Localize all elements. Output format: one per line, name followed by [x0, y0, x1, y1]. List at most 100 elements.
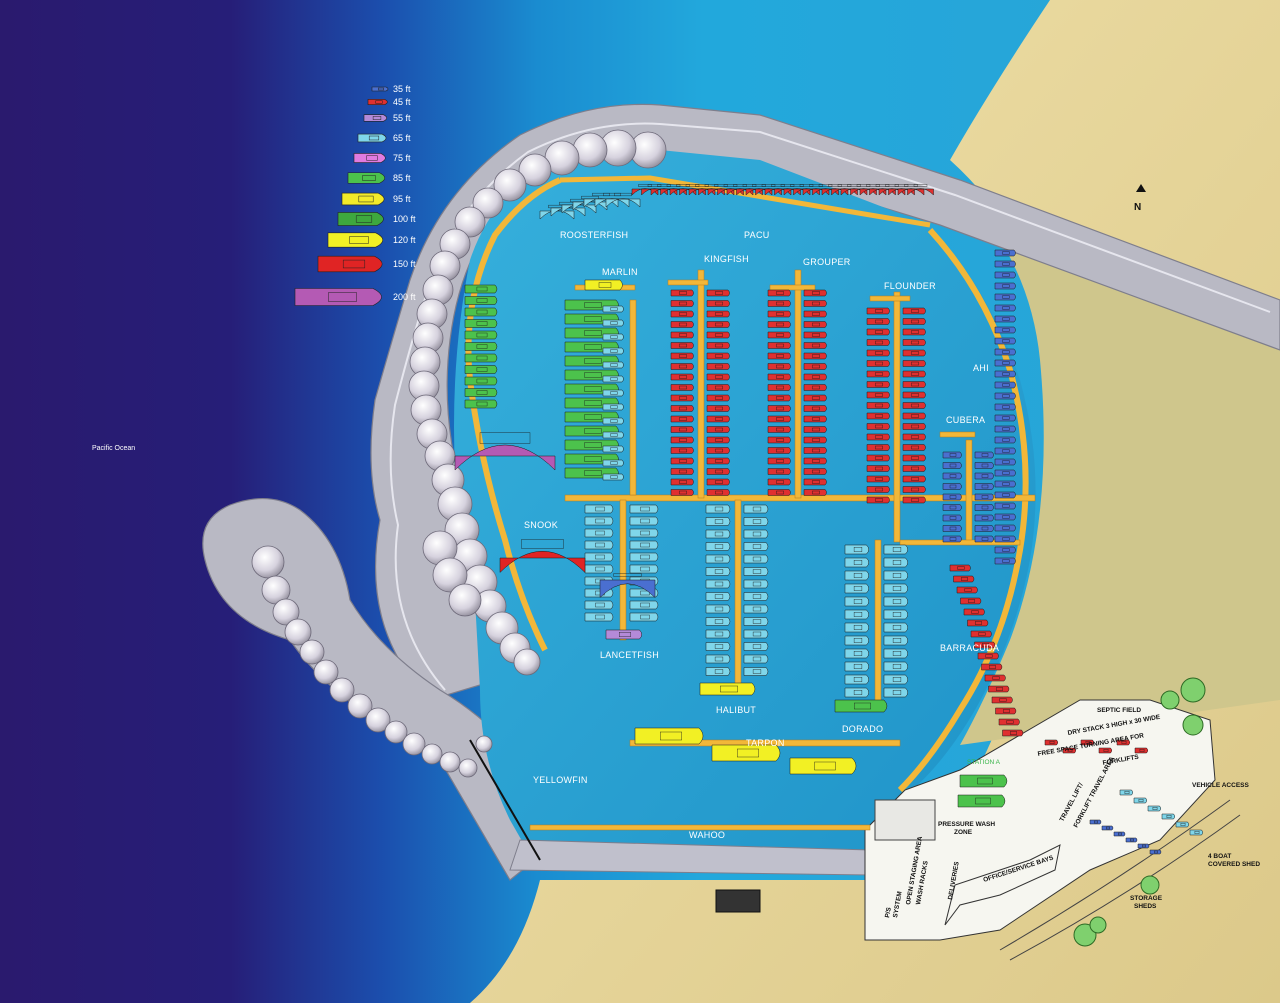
- boat-hull: [767, 331, 791, 339]
- boat-cabin: [853, 599, 863, 604]
- legend-label: 100 ft: [393, 214, 416, 224]
- boat-hull: [803, 373, 827, 381]
- boat-hull: [866, 496, 890, 504]
- boat: [1044, 739, 1058, 746]
- boat-hull: [942, 472, 962, 480]
- boat-hull: [963, 608, 985, 616]
- boat-cabin: [875, 498, 883, 502]
- boat-cabin: [981, 484, 989, 489]
- boat-hull: [670, 310, 694, 318]
- boat-hull: [1002, 729, 1024, 737]
- boat-hull: [942, 451, 962, 459]
- boat: [994, 370, 1016, 378]
- boat-cabin: [476, 390, 488, 395]
- boat-cabin: [752, 581, 762, 587]
- boat-cabin: [853, 638, 863, 643]
- dock-label-wahoo: WAHOO: [689, 830, 725, 840]
- boat-cabin: [892, 625, 902, 630]
- storage-sheds: [944, 844, 1061, 926]
- boat-hull: [670, 489, 694, 496]
- boat-cabin: [715, 490, 723, 495]
- boat-cabin: [875, 340, 883, 345]
- boat-hull: [1116, 739, 1130, 746]
- boat-cabin: [853, 547, 863, 552]
- boat-cabin: [714, 669, 724, 674]
- boat-cabin: [971, 610, 979, 614]
- boat-cabin: [812, 291, 820, 295]
- boat: [767, 394, 791, 402]
- dock-walkway: [893, 291, 901, 543]
- boat-hull: [767, 352, 791, 360]
- boat-hull: [994, 546, 1016, 554]
- boat-hull: [705, 554, 731, 564]
- boat: [705, 504, 731, 514]
- boat-hull: [1098, 747, 1112, 754]
- boat-cabin: [584, 386, 602, 392]
- boat: [705, 542, 731, 551]
- boat-hull: [994, 392, 1016, 400]
- boat: [670, 447, 694, 454]
- boat: [602, 417, 624, 425]
- boat-cabin: [776, 312, 784, 316]
- boat-cabin: [1002, 449, 1010, 453]
- boat-hull: [464, 330, 498, 340]
- boat: [866, 423, 890, 430]
- boat: [670, 468, 694, 475]
- boat: [670, 384, 694, 391]
- boat-cabin: [715, 448, 723, 453]
- boat: [866, 465, 890, 472]
- boat-hull: [584, 540, 614, 550]
- legend-item: 200 ft: [294, 288, 416, 306]
- boat: [767, 321, 791, 328]
- boat-cabin: [1093, 820, 1098, 824]
- boat: [803, 478, 827, 486]
- boat: [866, 475, 890, 483]
- label-storage: STORAGE: [1130, 895, 1163, 902]
- boat-cabin: [1010, 731, 1018, 735]
- boat-hull: [994, 381, 1016, 389]
- boat-cabin: [595, 602, 605, 608]
- boat: [464, 376, 498, 386]
- boat: [866, 339, 890, 346]
- boat-cabin: [875, 445, 883, 450]
- boat-hull: [705, 642, 731, 651]
- boat-cabin: [853, 625, 863, 630]
- boat: [866, 360, 890, 367]
- boat-hull: [866, 402, 890, 409]
- boat: [1002, 729, 1024, 737]
- boat-cabin: [614, 192, 632, 197]
- boat: [454, 432, 556, 471]
- boat-hull: [454, 444, 556, 471]
- legend-boat-icon: [367, 99, 388, 105]
- boat-cabin: [911, 477, 919, 481]
- boat: [981, 663, 1003, 671]
- boat-hull: [994, 469, 1016, 477]
- boat-hull: [994, 447, 1016, 455]
- boat: [670, 489, 694, 496]
- boat: [706, 300, 730, 307]
- boat-hull: [866, 349, 890, 357]
- boat-hull: [602, 445, 624, 453]
- boat-cabin: [776, 480, 784, 484]
- boat: [866, 307, 890, 315]
- boat: [844, 557, 869, 568]
- boat: [902, 475, 926, 483]
- boat-cabin: [1067, 749, 1073, 752]
- trees: [1073, 677, 1206, 947]
- boat-cabin: [1006, 720, 1014, 724]
- boat: [902, 465, 926, 472]
- boat: [767, 478, 791, 486]
- dock-walkway: [619, 499, 627, 641]
- dock-walkway: [734, 499, 742, 691]
- boat-hull: [602, 361, 624, 369]
- boat-cabin: [911, 487, 919, 492]
- boat-cabin: [911, 351, 919, 355]
- armor-rock: [513, 648, 541, 676]
- boat: [634, 727, 704, 745]
- boat-hull: [942, 462, 962, 469]
- boat-cabin: [714, 606, 724, 612]
- boat: [602, 333, 624, 341]
- boat-cabin: [715, 469, 723, 474]
- boat-hull: [706, 352, 730, 360]
- boat-cabin: [714, 544, 724, 549]
